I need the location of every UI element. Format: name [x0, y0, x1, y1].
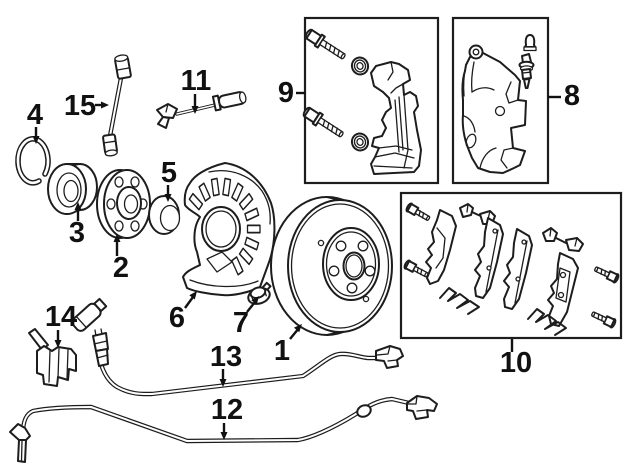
callout-6-label: 6: [169, 302, 185, 334]
arrowhead: [113, 234, 121, 242]
part-9-caliper-bracket: [302, 16, 440, 185]
callout-8[interactable]: 8: [548, 80, 580, 112]
callout-8-label: 8: [564, 80, 580, 112]
callout-2[interactable]: 2: [113, 234, 129, 284]
callout-7[interactable]: 7: [233, 296, 259, 339]
arrowhead: [189, 291, 197, 300]
callout-9[interactable]: 9: [278, 77, 305, 109]
callout-2-label: 2: [113, 252, 129, 284]
part-5-grease-cap: [148, 195, 181, 235]
callout-12-label: 12: [211, 394, 243, 426]
arrowhead: [101, 101, 109, 109]
callout-12[interactable]: 12: [211, 394, 243, 440]
callout-10[interactable]: 10: [500, 339, 532, 379]
callout-15[interactable]: 15: [64, 90, 109, 122]
callout-13-label: 13: [210, 341, 242, 373]
callout-5-label: 5: [161, 157, 177, 189]
brake-pad: [503, 228, 533, 310]
brake-pad: [474, 217, 504, 299]
pad-wear-sensor-connector: [542, 227, 584, 252]
line-end-fitting: [9, 423, 31, 463]
arrowhead: [251, 296, 259, 305]
cable-connector: [406, 395, 438, 420]
callout-14-label: 14: [45, 301, 77, 333]
box-frame-8: [451, 16, 550, 185]
arrowhead: [32, 136, 40, 144]
pad-retainer-clip: [439, 287, 480, 315]
callout-3-label: 3: [69, 217, 85, 249]
callout-6[interactable]: 6: [169, 291, 197, 334]
arrowhead: [54, 340, 62, 348]
callout-1[interactable]: 1: [274, 324, 302, 367]
callout-14[interactable]: 14: [45, 301, 77, 348]
part-8-brake-caliper: [451, 16, 550, 185]
callout-15-label: 15: [64, 90, 96, 122]
part-4-snap-ring: [15, 136, 51, 186]
part-3-wheel-bearing: [47, 163, 98, 215]
arrowhead: [74, 202, 82, 210]
part-6-splash-shield: [182, 162, 276, 297]
bleeder-valve: [518, 53, 535, 89]
brake-pad: [547, 252, 579, 327]
pad-retainer-clip: [527, 308, 567, 336]
arrowhead: [191, 106, 199, 114]
callout-11[interactable]: 11: [181, 65, 212, 114]
part-2-wheel-hub: [96, 169, 151, 239]
sensor-head: [71, 297, 108, 332]
callout-9-label: 9: [278, 77, 294, 109]
arrowhead: [164, 194, 172, 202]
callout-10-label: 10: [500, 347, 532, 379]
callout-7-label: 7: [233, 307, 249, 339]
brake-pad: [425, 209, 457, 285]
part-15-brake-hose: [102, 54, 132, 157]
callout-5[interactable]: 5: [161, 157, 177, 202]
arrowhead: [294, 324, 302, 333]
callout-11-label: 11: [181, 65, 212, 97]
part-11-wear-sensor: [156, 91, 247, 129]
box-frame-9: [303, 16, 440, 185]
callout-3[interactable]: 3: [69, 202, 85, 249]
box-frame-10: [399, 191, 623, 340]
callout-4[interactable]: 4: [27, 99, 43, 144]
callout-13[interactable]: 13: [210, 341, 242, 387]
part-10-brake-pad-set: [399, 191, 623, 340]
part-12-brake-line-lower: [9, 395, 438, 463]
callout-1-label: 1: [274, 335, 290, 367]
arrowhead: [220, 432, 228, 440]
callout-4-label: 4: [27, 99, 43, 131]
part-13-wheel-speed-sensor-cable: [71, 297, 404, 397]
arrowhead: [219, 379, 227, 387]
part-1-brake-rotor: [270, 196, 393, 336]
cable-connector: [375, 345, 404, 369]
part-14-sensor-bracket: [28, 328, 77, 387]
